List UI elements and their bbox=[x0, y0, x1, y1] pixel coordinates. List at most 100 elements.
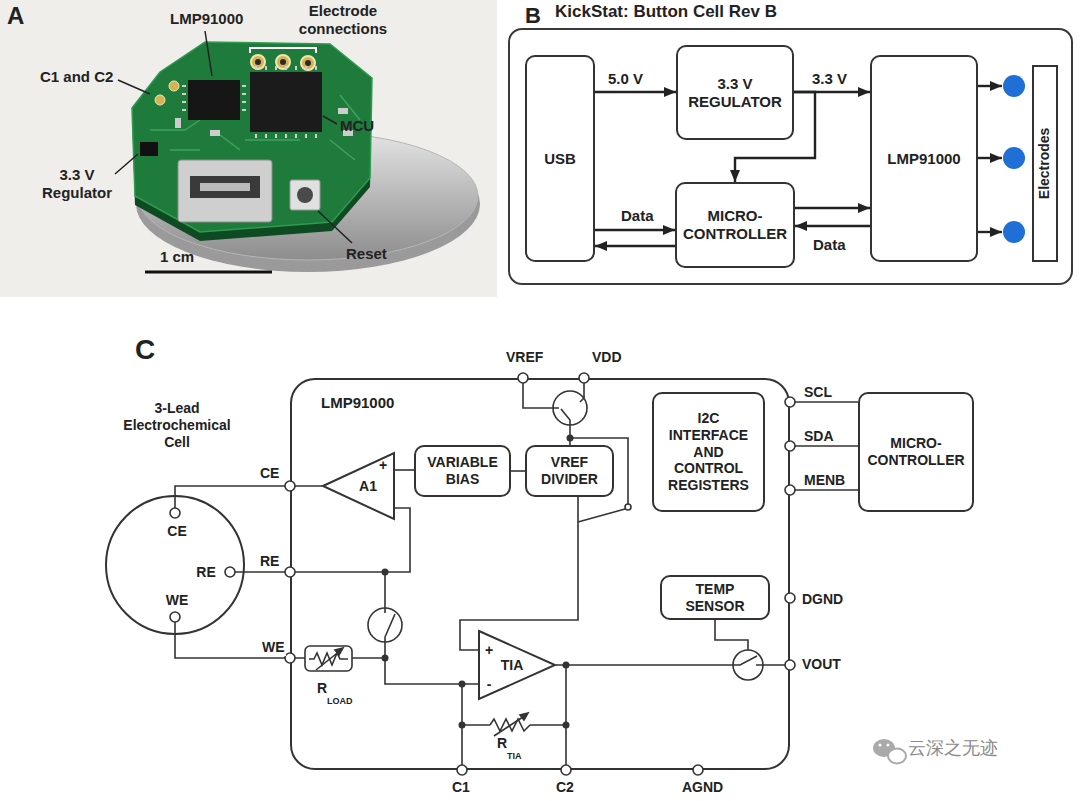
panel-letter-holder: C bbox=[135, 333, 155, 367]
pin-circle bbox=[285, 481, 295, 491]
arrow-connector bbox=[978, 85, 1002, 87]
circuit-wire bbox=[460, 497, 578, 650]
terminal-symbols bbox=[105, 495, 245, 635]
board-photo bbox=[145, 271, 272, 274]
callout-label-holder: 3.3 V Regulator bbox=[33, 166, 121, 202]
signal-label: Data bbox=[812, 236, 847, 254]
board-photo bbox=[0, 0, 497, 297]
pin-name-holder: VOUT bbox=[802, 655, 841, 673]
wechat-icon bbox=[873, 739, 906, 764]
terminal-circle bbox=[225, 567, 235, 577]
board-photo bbox=[188, 80, 240, 120]
amplifier-triangle: TIA+- bbox=[478, 630, 556, 700]
pin-name: SCL bbox=[803, 384, 833, 401]
resistor-symbol bbox=[305, 646, 352, 671]
panel-title-holder: KickStat: Button Cell Rev B bbox=[555, 2, 777, 22]
chip-name: LMP91000 bbox=[321, 394, 394, 412]
board-photo bbox=[276, 55, 290, 69]
arrow-connector bbox=[595, 245, 675, 247]
panel-letter-holder: A bbox=[7, 2, 24, 31]
box-label: MICRO- CONTROLLER bbox=[864, 435, 968, 469]
process-box: VARIABLE BIAS bbox=[414, 445, 511, 497]
electrode-dot bbox=[1003, 221, 1025, 243]
junction-dot bbox=[459, 722, 466, 729]
switch-symbol bbox=[385, 608, 395, 642]
pin-name: AGND bbox=[682, 779, 723, 796]
circuit-wire bbox=[385, 383, 785, 765]
amplifier-name-holder: A1 bbox=[350, 477, 386, 495]
board-photo bbox=[305, 60, 311, 66]
board-photo bbox=[169, 81, 179, 91]
resistor-symbol bbox=[494, 715, 526, 736]
cell-heading-holder: 3-Lead Electrochemical Cell bbox=[87, 400, 267, 451]
pin-name-holder: CE bbox=[259, 464, 280, 482]
panel-letter-holder: B bbox=[525, 3, 541, 29]
box-label: USB bbox=[544, 150, 576, 168]
board-photo bbox=[297, 187, 313, 203]
board-photo bbox=[200, 183, 250, 191]
switch-symbol bbox=[553, 398, 584, 425]
cell-heading: 3-Lead Electrochemical Cell bbox=[115, 400, 240, 450]
resistor-label-holder: R bbox=[317, 679, 327, 697]
callout-label-holder: C1 and C2 bbox=[40, 68, 113, 86]
chip-border bbox=[291, 379, 789, 769]
pin-circle bbox=[785, 660, 795, 670]
pin-circle bbox=[457, 765, 467, 775]
junction-dot bbox=[382, 655, 389, 662]
board-photo bbox=[250, 48, 316, 53]
callout-label-holder: MCU bbox=[340, 117, 374, 135]
circuit-wire bbox=[511, 470, 525, 472]
board-photo bbox=[115, 31, 352, 243]
chip-name-holder: LMP91000 bbox=[321, 394, 394, 412]
callout-label: LMP91000 bbox=[170, 10, 243, 28]
input-sign-holder: + bbox=[376, 456, 390, 474]
callout-label: MCU bbox=[340, 117, 374, 135]
process-box: VREF DIVIDER bbox=[525, 445, 614, 497]
panel-title: KickStat: Button Cell Rev B bbox=[555, 2, 777, 22]
circuit-wire bbox=[245, 508, 410, 572]
switch-symbol bbox=[733, 650, 763, 680]
terminal-lead bbox=[175, 495, 245, 635]
pin-name-holder: C2 bbox=[556, 778, 574, 796]
terminal-circle bbox=[170, 612, 180, 622]
signal-label-holder: Data bbox=[620, 207, 655, 225]
callout-label: 3.3 V Regulator bbox=[33, 166, 121, 202]
switch-symbol bbox=[368, 608, 402, 642]
pin-circle bbox=[785, 441, 795, 451]
amplifier-outline bbox=[479, 631, 555, 699]
pin-name-holder: SDA bbox=[803, 427, 835, 445]
switch-symbol bbox=[733, 656, 763, 665]
circuit-wire bbox=[790, 445, 858, 447]
chip-outline: LMP91000A1+VARIABLE BIASVREF DIVIDERI2C … bbox=[290, 378, 790, 770]
electrode-label: Electrodes bbox=[1037, 128, 1054, 200]
pin-name: C1 bbox=[452, 779, 470, 796]
junction-dot bbox=[563, 722, 570, 729]
callout-label: C1 and C2 bbox=[40, 68, 113, 86]
board-photo bbox=[140, 142, 158, 156]
board-photo bbox=[132, 42, 372, 232]
pin-circle bbox=[579, 373, 589, 383]
arrow-connector bbox=[795, 207, 870, 209]
callout-label: Electrode connections bbox=[288, 2, 398, 38]
process-box: TEMP SENSOR bbox=[660, 575, 770, 620]
circuit-wire bbox=[790, 489, 858, 491]
electrode-name: RE bbox=[196, 564, 215, 581]
electrode-name: WE bbox=[166, 592, 189, 609]
electrode-name: CE bbox=[167, 523, 186, 540]
electrochemical-cell: 3-Lead Electrochemical CellCEREWE bbox=[105, 495, 245, 635]
box-label: LMP91000 bbox=[887, 150, 960, 168]
electrode-dot bbox=[1003, 147, 1025, 169]
resistor-symbol bbox=[335, 648, 343, 655]
signal-label-holder: 3.3 V bbox=[811, 70, 848, 88]
resistor-subscript: LOAD bbox=[327, 696, 353, 707]
electrode-name-holder: CE bbox=[163, 522, 191, 540]
scale-label-holder: 1 cm bbox=[160, 248, 194, 266]
resistor-label: R bbox=[317, 680, 327, 697]
pin-circle bbox=[518, 373, 528, 383]
watermark-holder: 云深之无迹 bbox=[908, 737, 998, 759]
resistor-subscript: TIA bbox=[507, 751, 522, 762]
scale-label: 1 cm bbox=[160, 248, 194, 266]
process-box: MICRO- CONTROLLER bbox=[858, 392, 974, 512]
